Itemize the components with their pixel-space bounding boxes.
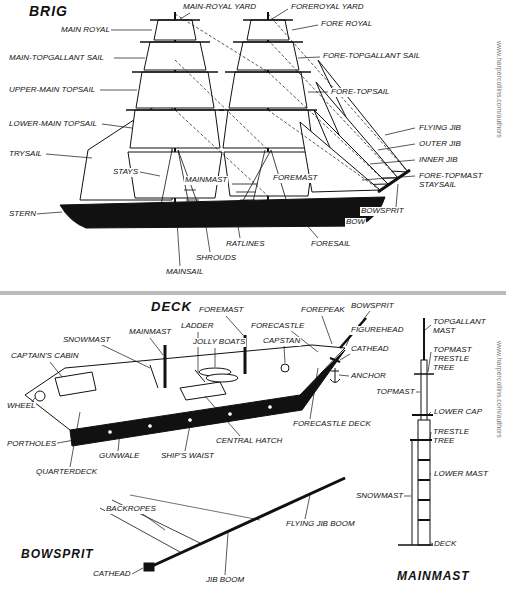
part-label: FORECASTLE DECK: [292, 420, 372, 429]
hull: [60, 197, 385, 228]
part-label: FIGUREHEAD: [350, 326, 404, 335]
part-label: FORE-TOPSAIL: [330, 88, 391, 97]
part-label: TRESTLE TREE: [432, 428, 492, 446]
part-label: MAINMAST: [184, 176, 228, 185]
part-label: FOREPEAK: [300, 306, 346, 315]
central-hatch: [180, 382, 226, 400]
section-title: DECK: [150, 300, 193, 314]
part-label: FOREROYAL YARD: [290, 3, 365, 12]
sail: [128, 152, 222, 198]
watermark: www.harpercollins.com/authors: [495, 340, 503, 439]
part-label: FLYING JIB: [418, 124, 462, 133]
snowmast-stub: [150, 365, 158, 388]
part-label: BACKROPES: [105, 505, 157, 514]
section-title: MAINMAST: [396, 570, 471, 583]
capstan: [281, 364, 289, 372]
part-label: RATLINES: [225, 240, 266, 249]
part-label: FLYING JIB BOOM: [285, 520, 356, 529]
part-label: LOWER-MAIN TOPSAIL: [8, 120, 98, 129]
part-label: JOLLY BOATS: [192, 338, 246, 347]
mainmast-stub: [164, 345, 167, 388]
sail: [130, 110, 220, 148]
part-label: PORTHOLES: [6, 440, 57, 449]
anchor: [330, 368, 340, 383]
part-label: LADDER: [180, 322, 214, 331]
part-label: SHROUDS: [195, 254, 237, 263]
part-label: TOPMAST: [375, 388, 416, 397]
part-label: MAINSAIL: [165, 268, 204, 277]
part-label: CAPTAIN'S CABIN: [10, 352, 80, 361]
part-label: MAIN-TOPGALLANT SAIL: [8, 54, 105, 63]
part-label: UPPER-MAIN TOPSAIL: [8, 86, 96, 95]
wheel: [35, 391, 45, 401]
bowsprit-spar: [378, 170, 410, 192]
part-label: FOREMAST: [272, 174, 318, 183]
section-title: BOWSPRIT: [20, 548, 95, 561]
part-label: DECK: [433, 540, 457, 549]
sail: [136, 72, 214, 108]
watermark: www.harpercollins.com/authors: [495, 40, 503, 139]
part-label: STERN: [8, 210, 37, 219]
sail: [229, 72, 307, 108]
part-label: CATHEAD: [92, 570, 132, 579]
part-label: CATHEAD: [350, 345, 390, 354]
panel-divider: [0, 291, 506, 295]
part-label: TRYSAIL: [8, 150, 43, 159]
part-label: WHEEL: [6, 402, 36, 411]
section-title: BRIG: [28, 4, 69, 19]
part-label: BOWSPRIT: [360, 207, 405, 216]
part-label: SNOWMAST: [355, 492, 404, 501]
sail: [144, 42, 206, 70]
part-label: BOW: [345, 218, 366, 227]
part-label: FORECASTLE: [250, 322, 305, 331]
part-label: FORESAIL: [310, 240, 352, 249]
brig-drawing: [60, 12, 410, 228]
part-label: JIB BOOM: [205, 576, 245, 585]
part-label: SHIP'S WAIST: [160, 452, 215, 461]
part-label: QUARTERDECK: [35, 468, 98, 477]
part-label: FOREMAST: [198, 306, 244, 315]
part-label: BOWSPRIT: [350, 302, 395, 311]
sail: [247, 20, 289, 40]
part-label: CENTRAL HATCH: [215, 437, 283, 446]
part-label: TOPMAST TRESTLE TREE: [432, 346, 492, 372]
sail: [223, 110, 313, 148]
part-label: LOWER CAP: [433, 408, 483, 417]
part-label: TOPGALLANT MAST: [432, 318, 492, 336]
ladder: [195, 370, 205, 382]
part-label: LOWER MAST: [433, 470, 489, 479]
part-label: MAINMAST: [128, 328, 172, 337]
part-label: FORE ROYAL: [320, 20, 373, 29]
jolly-boat: [206, 374, 238, 382]
part-label: SNOWMAST: [62, 336, 111, 345]
cathead: [330, 358, 340, 362]
part-label: MAIN-ROYAL YARD: [182, 3, 257, 12]
part-label: MAIN ROYAL: [60, 26, 111, 35]
part-label: FORE-TOPMAST STAYSAIL: [418, 172, 488, 190]
part-label: GUNWALE: [98, 452, 140, 461]
part-label: STAYS: [112, 168, 139, 177]
part-label: CAPSTAN: [262, 337, 301, 346]
part-label: OUTER JIB: [418, 140, 462, 149]
part-label: FORE-TOPGALLANT SAIL: [322, 52, 421, 61]
part-label: ANCHOR: [350, 372, 387, 381]
part-label: INNER JIB: [418, 156, 459, 165]
sail: [237, 42, 299, 70]
